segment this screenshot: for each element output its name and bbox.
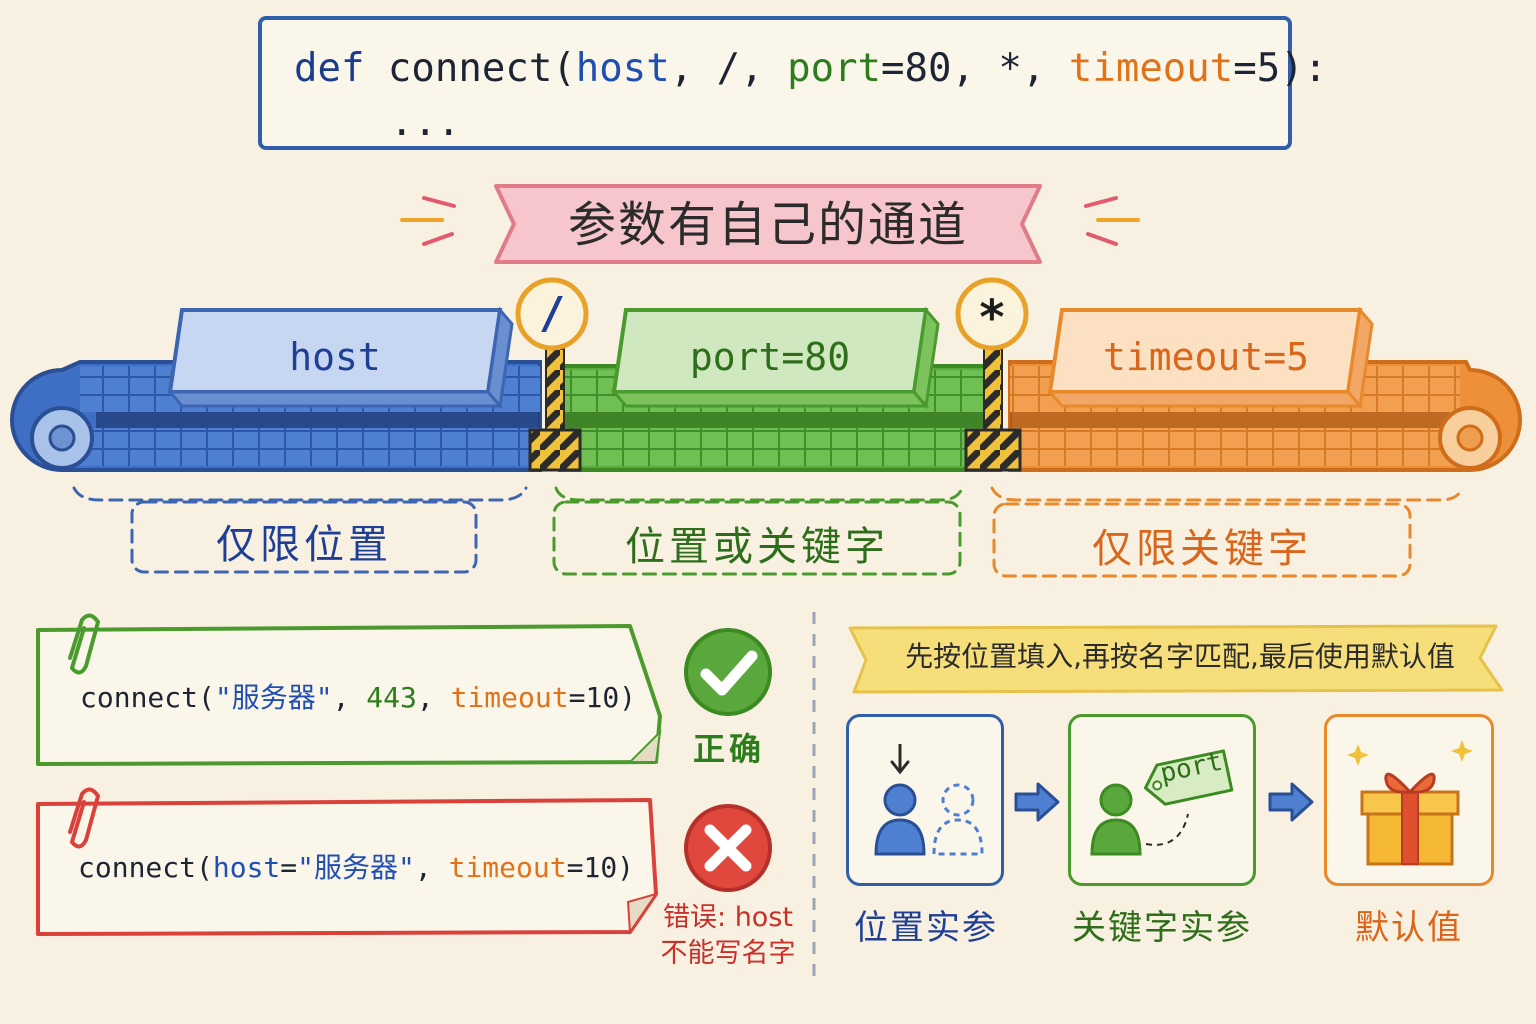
good-status-label: 正确 <box>692 730 765 768</box>
examples.good.parts-token: 443 <box>366 681 417 714</box>
examples.good.parts-token: , <box>332 681 367 714</box>
title-banner <box>494 184 1042 264</box>
bad-status-line1: 错误: host <box>663 902 793 933</box>
lane-keyword-only <box>1008 306 1522 472</box>
step-positional-label: 位置实参 <box>854 908 998 948</box>
code.line1-token: =5): <box>1233 46 1328 91</box>
examples.bad.parts-token: =10) <box>566 851 635 884</box>
bad-example-card <box>36 787 659 936</box>
examples.good.parts-token: connect( <box>80 681 215 714</box>
people-icon <box>874 744 984 856</box>
arrow-right-icon <box>1268 782 1314 822</box>
rule-banner <box>848 624 1504 694</box>
code.line1-token: def <box>294 46 365 91</box>
examples.bad.parts-token: "服务器" <box>297 851 415 884</box>
code.line1-token: port <box>787 46 882 91</box>
paperclip-icon <box>68 613 101 675</box>
code.line1-token: connect( <box>364 46 576 91</box>
step-keyword-label: 关键字实参 <box>1072 908 1252 948</box>
examples.bad.parts-token: , <box>414 851 449 884</box>
code-line-signature: def connect(host, /, port=80, *, timeout… <box>294 46 1327 91</box>
code.line1-token: host <box>575 46 670 91</box>
zone-brackets <box>72 486 1464 578</box>
lane-host-label: host <box>289 335 381 379</box>
paperclip-icon <box>68 787 101 849</box>
lane-port-label: port=80 <box>689 335 851 379</box>
examples.good.parts-token: , <box>416 681 451 714</box>
bad-status-label: 错误: host 不能写名字 <box>648 900 808 972</box>
examples.bad.parts-token: connect( <box>78 851 213 884</box>
code-line-body: ... <box>390 100 461 145</box>
examples.good.parts-token: "服务器" <box>214 681 333 714</box>
good-example-card <box>36 613 662 766</box>
sparkle-left-icon <box>400 196 456 246</box>
arrow-right-icon <box>1014 782 1060 822</box>
step-default-box <box>1324 714 1494 886</box>
lane-positional-only <box>10 306 542 472</box>
examples.bad.parts-token: host <box>212 851 281 884</box>
examples.bad.parts-token: = <box>280 851 298 884</box>
examples.good.parts-token: =10) <box>568 681 637 714</box>
step-default-label: 默认值 <box>1355 908 1463 948</box>
step-positional-box <box>846 714 1004 886</box>
good-example-code: connect("服务器", 443, timeout=10) <box>80 676 636 716</box>
bad-status-line2: 不能写名字 <box>660 938 796 969</box>
rule-text: 先按位置填入,再按名字匹配,最后使用默认值 <box>905 640 1455 673</box>
vertical-divider <box>812 612 816 982</box>
zone-keyword-only-label: 仅限关键字 <box>1092 526 1312 572</box>
lane-positional-or-keyword <box>558 306 1002 472</box>
bad-example-code: connect(host="服务器", timeout=10) <box>78 846 634 886</box>
sparkle-right-icon <box>1084 196 1140 246</box>
star-sign-glyph: * <box>977 290 1007 346</box>
star-separator-sign <box>955 277 1029 472</box>
zone-positional-or-keyword-label: 位置或关键字 <box>625 524 889 570</box>
check-icon <box>684 628 772 716</box>
code.line1-token: , /, <box>669 46 788 91</box>
examples.bad.parts-token: timeout <box>448 851 567 884</box>
gift-icon <box>1347 740 1473 866</box>
examples.good.parts-token: timeout <box>450 681 569 714</box>
zone-positional-only-label: 仅限位置 <box>216 522 392 568</box>
diagram-title: 参数有自己的通道 <box>567 197 968 253</box>
code.line1-token: =80, *, <box>881 46 1069 91</box>
code-signature-box: def connect(host, /, port=80, *, timeout… <box>258 16 1327 150</box>
slash-sign-glyph: / <box>538 288 566 339</box>
lane-timeout-label: timeout=5 <box>1103 335 1309 379</box>
person-with-tag-icon <box>1090 749 1234 856</box>
cross-icon <box>684 804 772 892</box>
code.line1-token: timeout <box>1068 46 1234 91</box>
slash-separator-sign <box>515 277 589 472</box>
conveyor-belt <box>10 277 1522 472</box>
